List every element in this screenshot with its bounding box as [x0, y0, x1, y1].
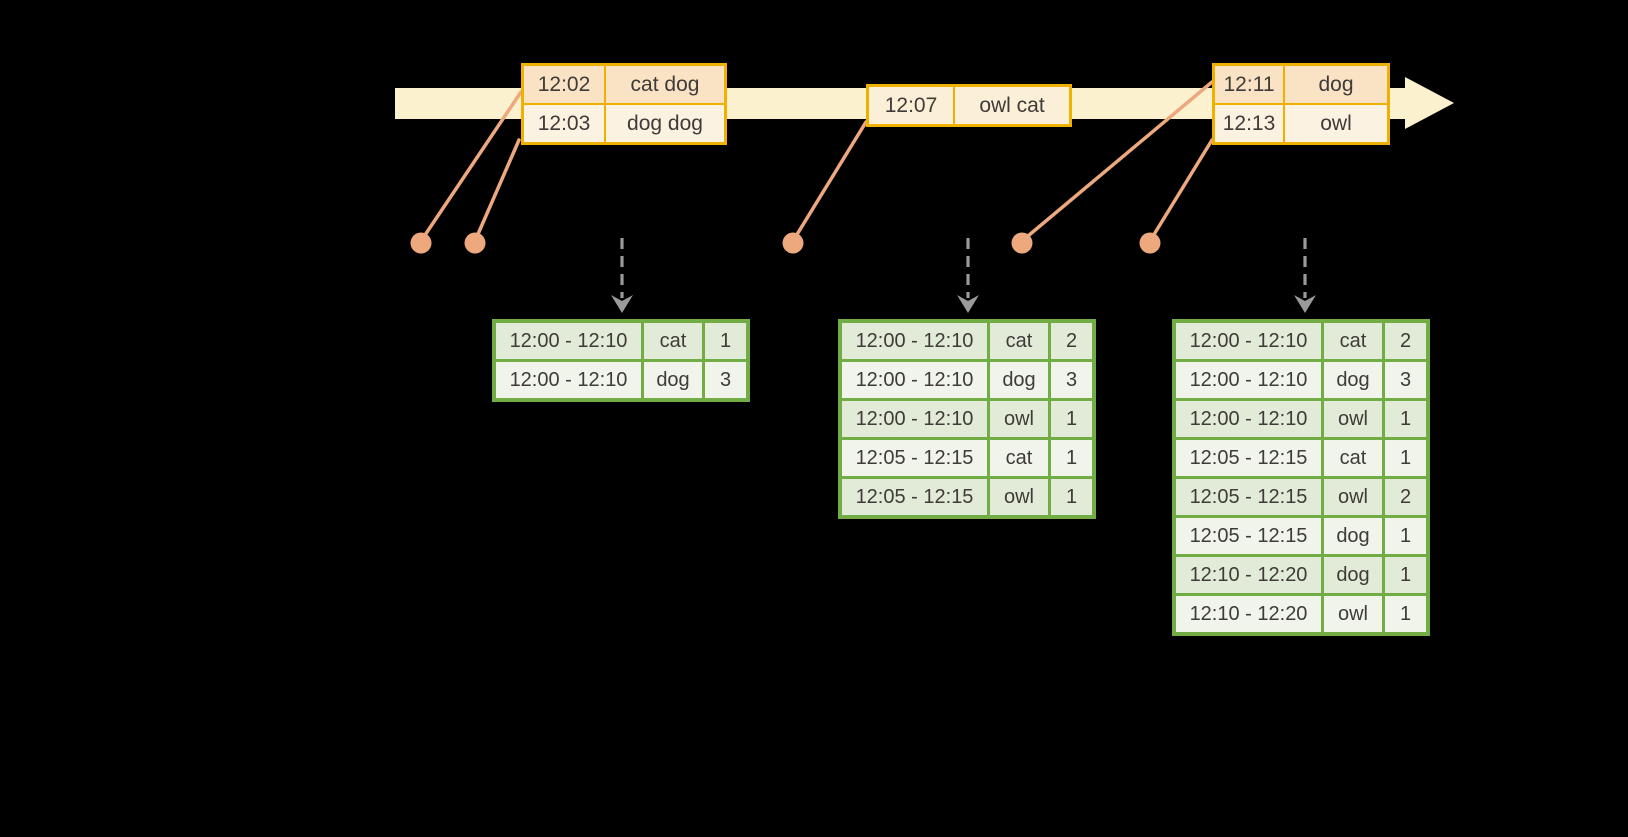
table-cell: dog	[1324, 518, 1382, 554]
table-cell: owl	[990, 401, 1048, 437]
table-cell: cat	[644, 323, 702, 359]
table-cell: 1	[705, 323, 746, 359]
table-cell: dog dog	[606, 105, 724, 142]
table-cell: cat dog	[606, 66, 724, 103]
table-cell: 1	[1051, 479, 1092, 515]
table-cell: dog	[1285, 66, 1387, 103]
table-cell: 12:00 - 12:10	[842, 401, 987, 437]
table-cell: cat	[1324, 440, 1382, 476]
table-cell: 2	[1051, 323, 1092, 359]
event-dot-icon-2	[464, 232, 486, 254]
table-cell: 12:10 - 12:20	[1176, 557, 1321, 593]
table-cell: 3	[705, 362, 746, 398]
trigger-arrow-icon-2	[957, 238, 979, 313]
table-cell: cat	[990, 323, 1048, 359]
table-cell: 1	[1051, 440, 1092, 476]
table-cell: cat	[990, 440, 1048, 476]
table-cell: 12:11	[1215, 66, 1283, 103]
table-cell: 1	[1385, 518, 1426, 554]
table-cell: dog	[1324, 557, 1382, 593]
event-dot-icon-5	[1139, 232, 1161, 254]
trigger-arrow-icon-3	[1294, 238, 1316, 313]
table-cell: 12:00 - 12:10	[496, 323, 641, 359]
table-cell: 1	[1051, 401, 1092, 437]
table-cell: 12:03	[524, 105, 604, 142]
table-cell: dog	[990, 362, 1048, 398]
table-cell: 1	[1385, 557, 1426, 593]
event-dot-icon-4	[1011, 232, 1033, 254]
table-cell: 3	[1385, 362, 1426, 398]
table-cell: 1	[1385, 596, 1426, 632]
event-connector-line-4	[1020, 80, 1214, 243]
event-connector-line-1	[419, 90, 523, 243]
table-cell: 12:05 - 12:15	[842, 479, 987, 515]
table-cell: 12:10 - 12:20	[1176, 596, 1321, 632]
table-cell: 12:05 - 12:15	[1176, 518, 1321, 554]
table-cell: 1	[1385, 440, 1426, 476]
timeline-arrowhead-icon	[1405, 77, 1454, 129]
event-connector-line-5	[1148, 138, 1214, 243]
table-cell: owl	[990, 479, 1048, 515]
trigger-arrow-icon-1	[611, 238, 633, 313]
event-dot-icon-3	[782, 232, 804, 254]
table-cell: 12:00 - 12:10	[842, 362, 987, 398]
event-connector-line-3	[791, 120, 868, 243]
table-cell: 2	[1385, 323, 1426, 359]
table-cell: dog	[644, 362, 702, 398]
table-cell: owl	[1324, 401, 1382, 437]
table-cell: cat	[1324, 323, 1382, 359]
table-cell: 12:13	[1215, 105, 1283, 142]
table-cell: 12:00 - 12:10	[1176, 323, 1321, 359]
table-cell: 12:05 - 12:15	[842, 440, 987, 476]
table-cell: owl	[1324, 596, 1382, 632]
table-cell: dog	[1324, 362, 1382, 398]
table-cell: owl	[1285, 105, 1387, 142]
event-connector-line-2	[473, 138, 521, 243]
table-cell: 12:00 - 12:10	[1176, 401, 1321, 437]
table-cell: 12:05 - 12:15	[1176, 440, 1321, 476]
table-cell: 12:00 - 12:10	[496, 362, 641, 398]
table-cell: 12:02	[524, 66, 604, 103]
table-cell: owl cat	[955, 87, 1069, 124]
table-cell: 12:00 - 12:10	[842, 323, 987, 359]
table-cell: owl	[1324, 479, 1382, 515]
table-cell: 1	[1385, 401, 1426, 437]
table-cell: 12:05 - 12:15	[1176, 479, 1321, 515]
table-cell: 12:07	[869, 87, 953, 124]
table-cell: 3	[1051, 362, 1092, 398]
table-cell: 2	[1385, 479, 1426, 515]
event-dot-icon-1	[410, 232, 432, 254]
table-cell: 12:00 - 12:10	[1176, 362, 1321, 398]
